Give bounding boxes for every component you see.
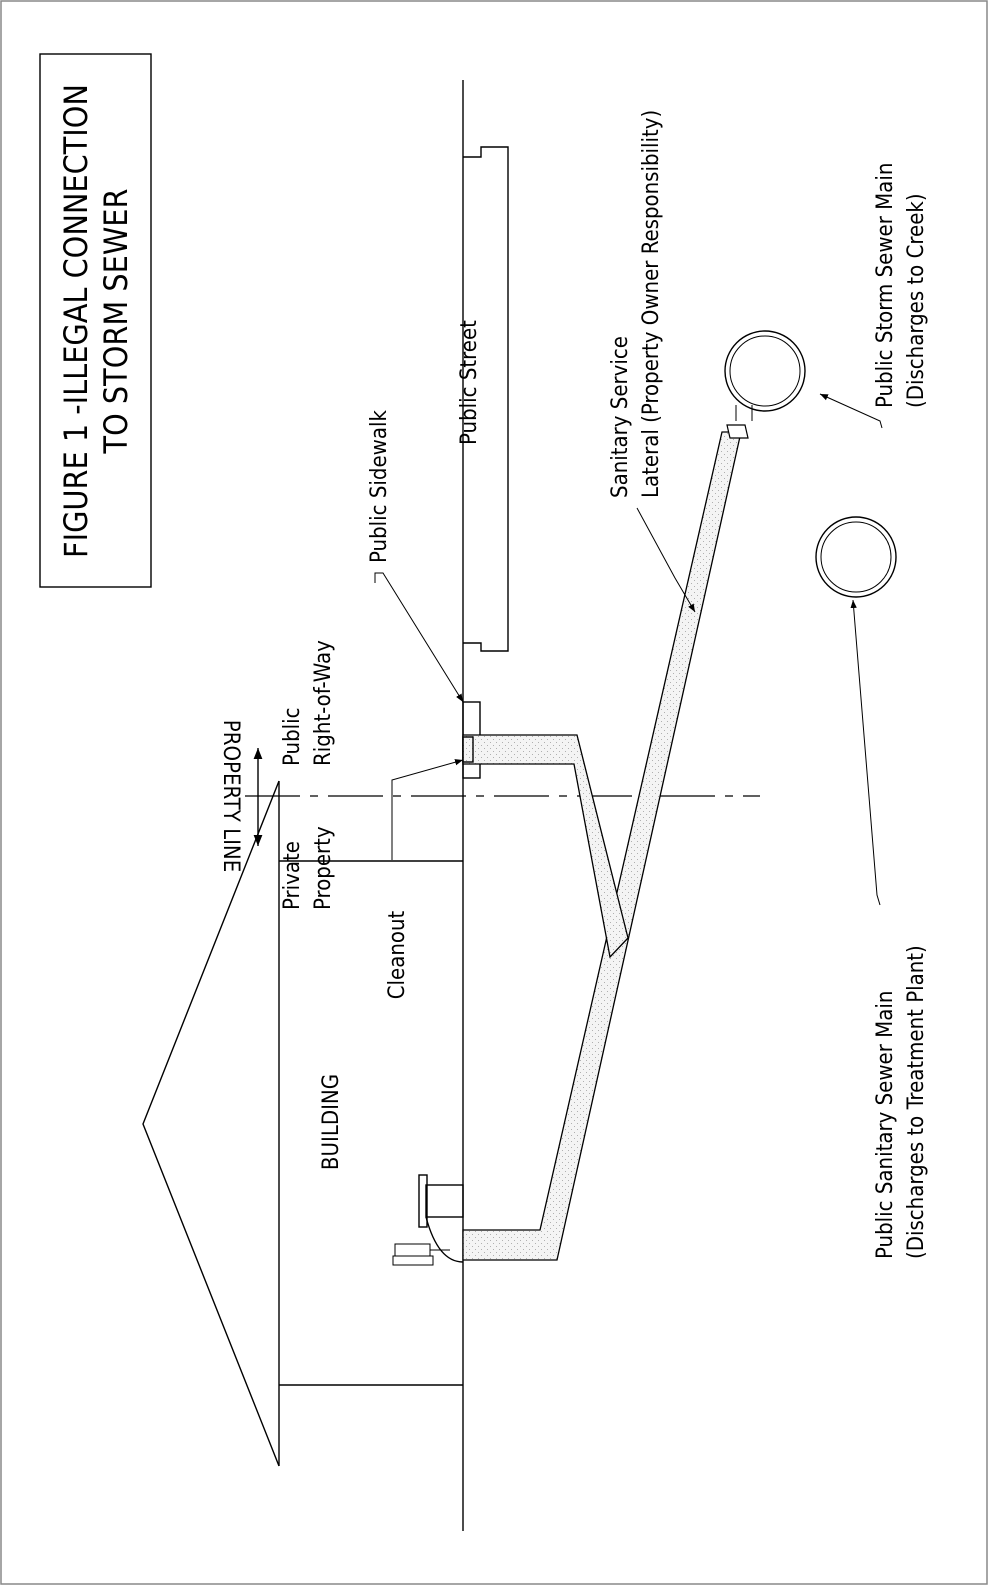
- label-right-of-way: Right-of-Way: [311, 640, 336, 766]
- label-property: Property: [311, 826, 336, 910]
- lateral-leader: [636, 507, 696, 613]
- sanitary-service-lateral-pipe: [462, 405, 753, 1261]
- label-sanitary-discharge: (Discharges to Treatment Plant): [904, 945, 929, 1259]
- storm-main-leader: [819, 393, 883, 429]
- label-public-street: Public Street: [457, 320, 482, 445]
- label-public: Public: [280, 707, 305, 766]
- label-sanitary-main: Public Sanitary Sewer Main: [873, 991, 898, 1259]
- cleanout-cap: [462, 736, 474, 763]
- storm-sewer-main: [724, 330, 806, 412]
- label-storm-discharge: (Discharges to Creek): [904, 193, 929, 408]
- building: [142, 780, 463, 1467]
- building-roof: [142, 780, 280, 1467]
- sanitary-main-leader: [850, 599, 881, 906]
- label-lateral-responsibility: Lateral (Property Owner Responsibility): [639, 110, 664, 498]
- label-private: Private: [280, 841, 305, 910]
- label-cleanout: Cleanout: [385, 910, 410, 999]
- label-property-line: PROPERTY LINE: [218, 720, 243, 872]
- toilet-fixture-icon: [392, 1174, 464, 1266]
- public-street-section: [463, 146, 509, 652]
- label-sanitary-service: Sanitary Service: [608, 336, 633, 498]
- label-building: BUILDING: [319, 1074, 344, 1170]
- sidewalk-leader: [374, 572, 464, 703]
- title-line-2: TO STORM SEWER: [97, 189, 135, 455]
- label-storm-main: Public Storm Sewer Main: [873, 163, 898, 408]
- label-public-sidewalk: Public Sidewalk: [367, 410, 392, 563]
- title-line-1: FIGURE 1 -ILLEGAL CONNECTION: [57, 84, 95, 558]
- cleanout-leader: [391, 759, 464, 860]
- title-box: FIGURE 1 -ILLEGAL CONNECTION TO STORM SE…: [39, 53, 152, 588]
- sanitary-sewer-main: [815, 516, 897, 598]
